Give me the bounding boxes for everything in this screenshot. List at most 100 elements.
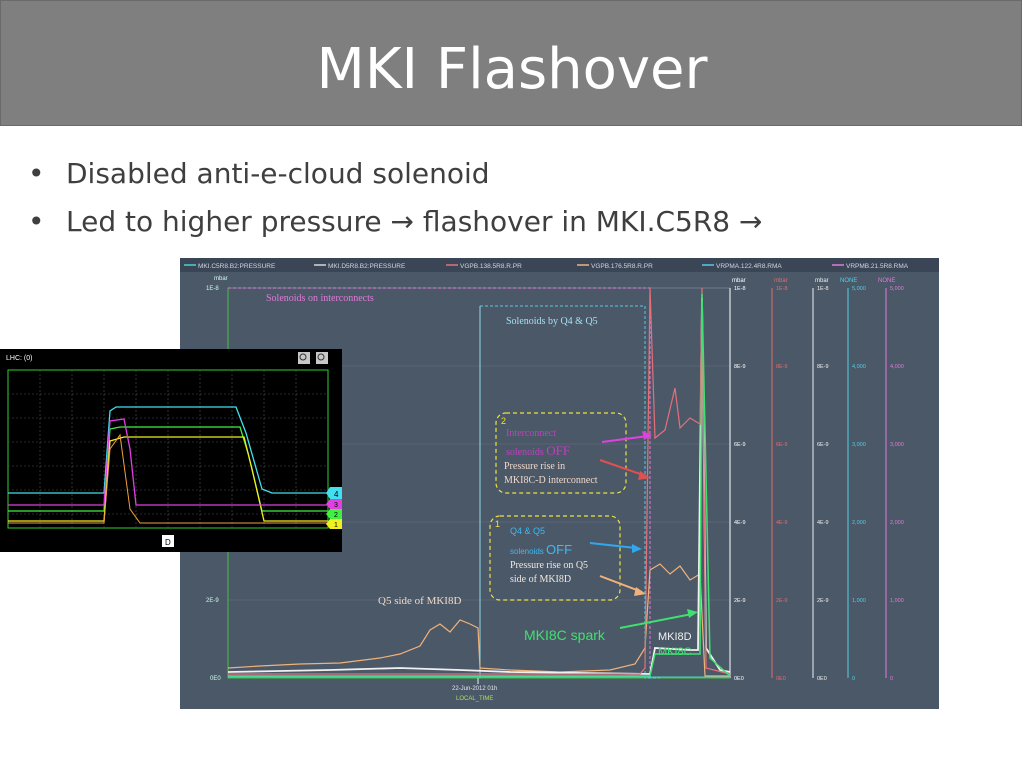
left-tick: 1E-8 — [206, 286, 219, 292]
channel-markers: 4 3 2 1 — [326, 487, 342, 529]
inset-title: LHC: (0) — [6, 355, 32, 362]
right-axes — [729, 288, 887, 678]
channel-marker[interactable] — [326, 499, 342, 509]
right-tick: 1,000 — [852, 598, 866, 604]
right-axis-unit: NONE — [878, 278, 895, 284]
right-axis-unit: NONE — [840, 278, 857, 284]
right-tick: 8E-9 — [817, 364, 829, 370]
annotation-box-2-line: Pressure rise in — [504, 461, 565, 472]
annotation-box-1-line: Pressure rise on Q5 — [510, 560, 588, 571]
right-tick: 1E-8 — [776, 286, 788, 292]
solenoid-q4q5-trace — [480, 305, 660, 679]
right-tick: 0E0 — [776, 676, 786, 682]
chart-legend: MKI.C5R8.B2:PRESSURE MKI.D5R8.B2:PRESSUR… — [184, 263, 909, 270]
x-axis-label: LOCAL_TIME — [456, 696, 493, 702]
annotation-arrow — [589, 542, 637, 549]
bullet-item: •Disabled anti-e-cloud solenoid — [28, 150, 762, 198]
right-tick: 4E-9 — [817, 520, 829, 526]
cursor-marker-label: D — [165, 538, 171, 547]
right-axis-ticks: 1E-8 8E-9 6E-9 4E-9 2E-9 0E0 1E-8 8E-9 6… — [734, 286, 904, 682]
legend-entry: VRPMB.21.5R8.RMA — [846, 263, 909, 270]
right-tick: 2,000 — [852, 520, 866, 526]
bullet-dot-icon: • — [28, 157, 45, 190]
right-tick: 2E-9 — [817, 598, 829, 604]
arrow-head-icon — [638, 471, 650, 480]
annotation-q5-side: Q5 side of MKI8D — [378, 595, 461, 607]
pressure-trace-green — [228, 293, 731, 677]
arrow-head-icon — [642, 431, 652, 440]
bullet-dot-icon: • — [28, 205, 45, 238]
right-tick: 1E-8 — [817, 286, 829, 292]
right-tick: 2E-9 — [734, 598, 746, 604]
bullet-item: • Led to higher pressure → flashover in M… — [28, 198, 762, 246]
slide-title: MKI Flashover — [316, 37, 708, 102]
annotation-box-1-off: OFF — [546, 542, 572, 557]
channel-marker[interactable] — [326, 487, 342, 499]
legend-entry: VGPB.176.5R8.R.PR — [591, 263, 653, 270]
channel-marker-label: 1 — [334, 522, 338, 529]
channel-marker[interactable] — [326, 509, 342, 519]
zoom-out-icon — [317, 353, 325, 361]
bullet-list: •Disabled anti-e-cloud solenoid • Led to … — [28, 150, 762, 246]
annotation-box-1-number: 1 — [495, 519, 500, 529]
right-axis-unit: mbar — [815, 278, 829, 284]
annotation-box-2-line: solenoids — [506, 447, 546, 458]
annotation-arrow — [599, 459, 647, 477]
left-tick: 0E0 — [210, 676, 221, 682]
right-tick: 1E-8 — [734, 286, 746, 292]
annotation-box-2 — [495, 412, 627, 494]
right-tick: 5,000 — [890, 286, 904, 292]
inset-trace-cyan — [8, 406, 328, 494]
arrow-head-icon — [634, 587, 646, 596]
zoom-in-icon — [299, 353, 307, 361]
annotation-box-1-line: solenoids — [510, 547, 546, 556]
channel-marker[interactable] — [326, 519, 342, 529]
inset-grid — [8, 370, 328, 528]
left-tick: 2E-9 — [206, 598, 219, 604]
annotation-box-1 — [489, 515, 621, 601]
annotation-box-1-line: side of MKI8D — [510, 574, 571, 585]
right-tick: 4,000 — [852, 364, 866, 370]
right-tick: 0E0 — [817, 676, 827, 682]
annotation-solenoids-interconnects: Solenoids on interconnects — [266, 293, 374, 304]
legend-entry: VRPMA.122.4R8.RMA — [716, 263, 782, 270]
arrow-head-icon — [687, 609, 698, 618]
annotation-box-2-line: Interconnect — [506, 428, 556, 439]
annotation-box-2-line: MKI8C-D interconnect — [504, 475, 598, 486]
cursor-marker[interactable] — [162, 535, 174, 547]
right-tick: 4E-9 — [734, 520, 746, 526]
title-bar — [0, 0, 1022, 126]
channel-marker-label: 3 — [334, 502, 338, 509]
annotation-spark: MKI8C spark — [524, 627, 606, 643]
inset-trace-magenta — [8, 418, 328, 506]
annotation-box-1-line: solenoids OFF — [510, 542, 572, 557]
annotation-box-2-number: 2 — [501, 416, 506, 426]
legend-strip — [180, 258, 939, 272]
channel-marker-label: 4 — [334, 490, 339, 499]
right-axis-unit: mbar — [774, 278, 788, 284]
legend-entry: MKI.D5R8.B2:PRESSURE — [328, 263, 406, 270]
annotation-arrow — [619, 613, 693, 629]
arrow-head-icon — [632, 544, 642, 553]
legend-entry: MKI.C5R8.B2:PRESSURE — [198, 263, 276, 270]
inset-trace-orange — [8, 433, 328, 524]
right-tick: 2,000 — [890, 520, 904, 526]
right-tick: 4E-9 — [776, 520, 788, 526]
annotation-solenoids-q4q5: Solenoids by Q4 & Q5 — [506, 316, 598, 327]
right-axis-unit: mbar — [732, 278, 746, 284]
left-axis-unit: mbar — [214, 276, 228, 282]
right-tick: 5,000 — [852, 286, 866, 292]
right-tick: 6E-9 — [734, 442, 746, 448]
pressure-trace-orange — [227, 563, 730, 677]
annotation-arrow — [599, 575, 643, 593]
right-tick: 1,000 — [890, 598, 904, 604]
right-tick: 8E-9 — [734, 364, 746, 370]
x-tick-label: 22-Jun-2012 01h — [452, 686, 497, 692]
right-tick: 0 — [852, 676, 855, 682]
right-tick: 0 — [890, 676, 893, 682]
bullet-text: Led to higher pressure → flashover in MK… — [66, 205, 763, 238]
right-tick: 6E-9 — [817, 442, 829, 448]
right-tick: 6E-9 — [776, 442, 788, 448]
legend-entry: VGPB.138.5R8.R.PR — [460, 263, 522, 270]
right-tick: 4,000 — [890, 364, 904, 370]
